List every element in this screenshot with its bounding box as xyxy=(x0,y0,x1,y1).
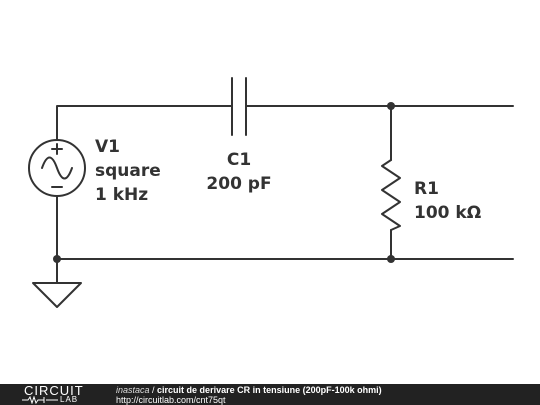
circuit-title: circuit de derivare CR in tensiune (200p… xyxy=(157,385,382,395)
v1-frequency-label: 1 kHz xyxy=(95,185,148,205)
circuit-url-link[interactable]: http://circuitlab.com/cnt75qt xyxy=(116,395,226,405)
caption-line: inastaca / circuit de derivare CR in ten… xyxy=(116,385,382,395)
junction-dot xyxy=(53,255,61,263)
ground-symbol-icon xyxy=(32,258,82,308)
r1-value-label: 100 kΩ xyxy=(414,203,481,223)
circuitlab-logo[interactable]: CIRCUIT LAB xyxy=(0,383,110,405)
caption-separator: / xyxy=(149,385,158,395)
c1-name-label: C1 xyxy=(227,150,251,170)
v1-waveform-label: square xyxy=(95,161,161,181)
r1-name-label: R1 xyxy=(414,179,439,199)
author-link[interactable]: inastaca xyxy=(116,385,150,395)
footer-bar: CIRCUIT LAB inastaca / circuit de deriva… xyxy=(0,383,540,405)
resistor-r1-symbol xyxy=(381,159,401,231)
sine-wave-icon xyxy=(41,156,73,180)
voltage-source-v1-symbol xyxy=(28,139,86,197)
logo-text-bottom: LAB xyxy=(60,395,79,404)
wire-top-left xyxy=(56,105,233,141)
junction-dot xyxy=(387,102,395,110)
circuit-caption: inastaca / circuit de derivare CR in ten… xyxy=(116,385,382,405)
v1-name-label: V1 xyxy=(95,137,120,157)
resistor-squiggle-icon xyxy=(22,396,58,404)
logo-text-top: CIRCUIT xyxy=(24,383,84,398)
junction-dot xyxy=(387,255,395,263)
c1-value-label: 200 pF xyxy=(206,174,271,194)
